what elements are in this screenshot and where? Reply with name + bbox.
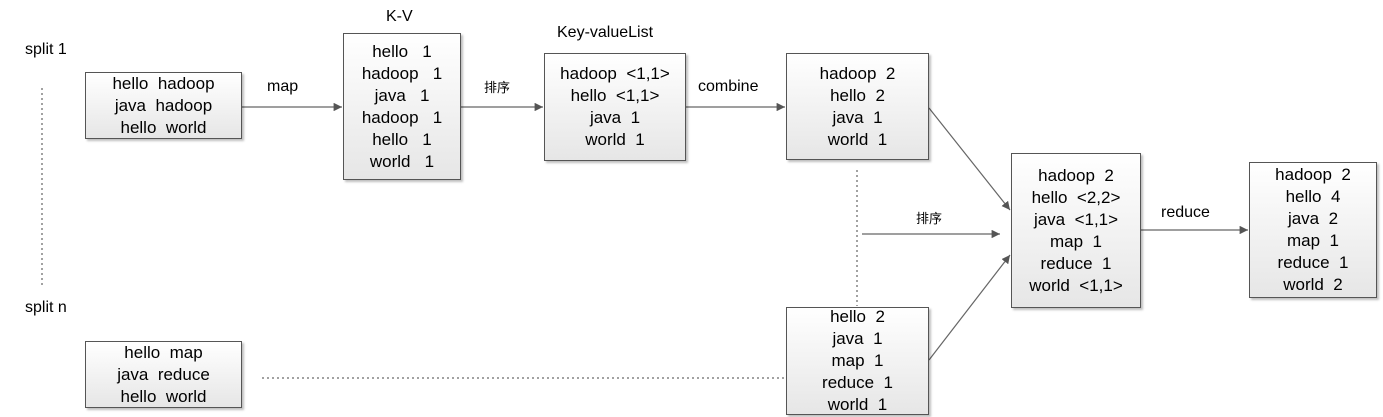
- box-line: hello world: [120, 386, 207, 406]
- box-line: hello 2: [830, 85, 885, 105]
- box-line: java 1: [832, 329, 883, 348]
- sort-label-2: 排序: [916, 212, 943, 227]
- box-line: reduce 1: [1040, 253, 1112, 273]
- box-line: java hadoop: [114, 95, 213, 115]
- box-line: hadoop 1: [361, 63, 443, 83]
- box-line: hello 2: [830, 307, 885, 326]
- box-line: java 1: [589, 108, 641, 127]
- arrow-combinen-to-merged: [928, 254, 1011, 361]
- combine-label: combine: [698, 78, 759, 95]
- box-line: hadoop 2: [1038, 165, 1114, 185]
- box-line: hadoop <1,1>: [560, 64, 670, 83]
- reduce-label: reduce: [1161, 204, 1210, 221]
- box-line: world 1: [827, 395, 888, 414]
- combine-splitn-box: hello 2 java 1 map 1 reduce 1 world 1: [786, 307, 929, 415]
- kvlist-title: Key-valueList: [557, 24, 654, 41]
- box-line: hello world: [120, 117, 207, 137]
- box-line: java 1: [832, 107, 883, 127]
- box-line: hello <1,1>: [570, 86, 660, 105]
- result-box: hadoop 2 hello 4 java 2 map 1 reduce 1 world …: [1249, 162, 1377, 298]
- box-line: world 2: [1283, 275, 1343, 294]
- box-line: java <1,1>: [1033, 209, 1119, 229]
- splitn-label: split n: [25, 299, 67, 316]
- box-line: hello <2,2>: [1031, 187, 1121, 207]
- kvlist-box: hadoop <1,1> hello <1,1> java 1 world 1: [544, 53, 686, 161]
- box-line: java 2: [1287, 209, 1339, 228]
- box-line: hello 4: [1285, 187, 1341, 206]
- box-line: world 1: [827, 129, 888, 149]
- box-line: hadoop 2: [1275, 165, 1351, 184]
- box-line: hadoop 1: [361, 107, 443, 127]
- arrow-combine1-to-merged: [928, 107, 1011, 211]
- box-line: reduce 1: [822, 373, 893, 392]
- split1-label: split 1: [25, 41, 67, 58]
- box-line: hello hadoop: [112, 73, 215, 93]
- box-line: hello map: [124, 342, 203, 362]
- box-line: map 1: [831, 351, 884, 370]
- kv-title: K-V: [386, 8, 413, 25]
- map-label: map: [267, 78, 299, 95]
- box-line: map 1: [1050, 231, 1102, 251]
- box-line: hadoop 2: [819, 63, 896, 83]
- box-line: java 1: [374, 85, 430, 105]
- box-line: hello 1: [372, 129, 432, 149]
- box-line: hello 1: [372, 41, 432, 61]
- box-line: world <1,1>: [1029, 275, 1123, 295]
- box-line: reduce 1: [1277, 253, 1349, 272]
- box-line: java reduce: [117, 364, 210, 384]
- box-line: world 1: [369, 151, 435, 171]
- sort-label-1: 排序: [484, 81, 511, 96]
- box-line: world 1: [585, 130, 645, 149]
- box-line: map 1: [1287, 231, 1339, 250]
